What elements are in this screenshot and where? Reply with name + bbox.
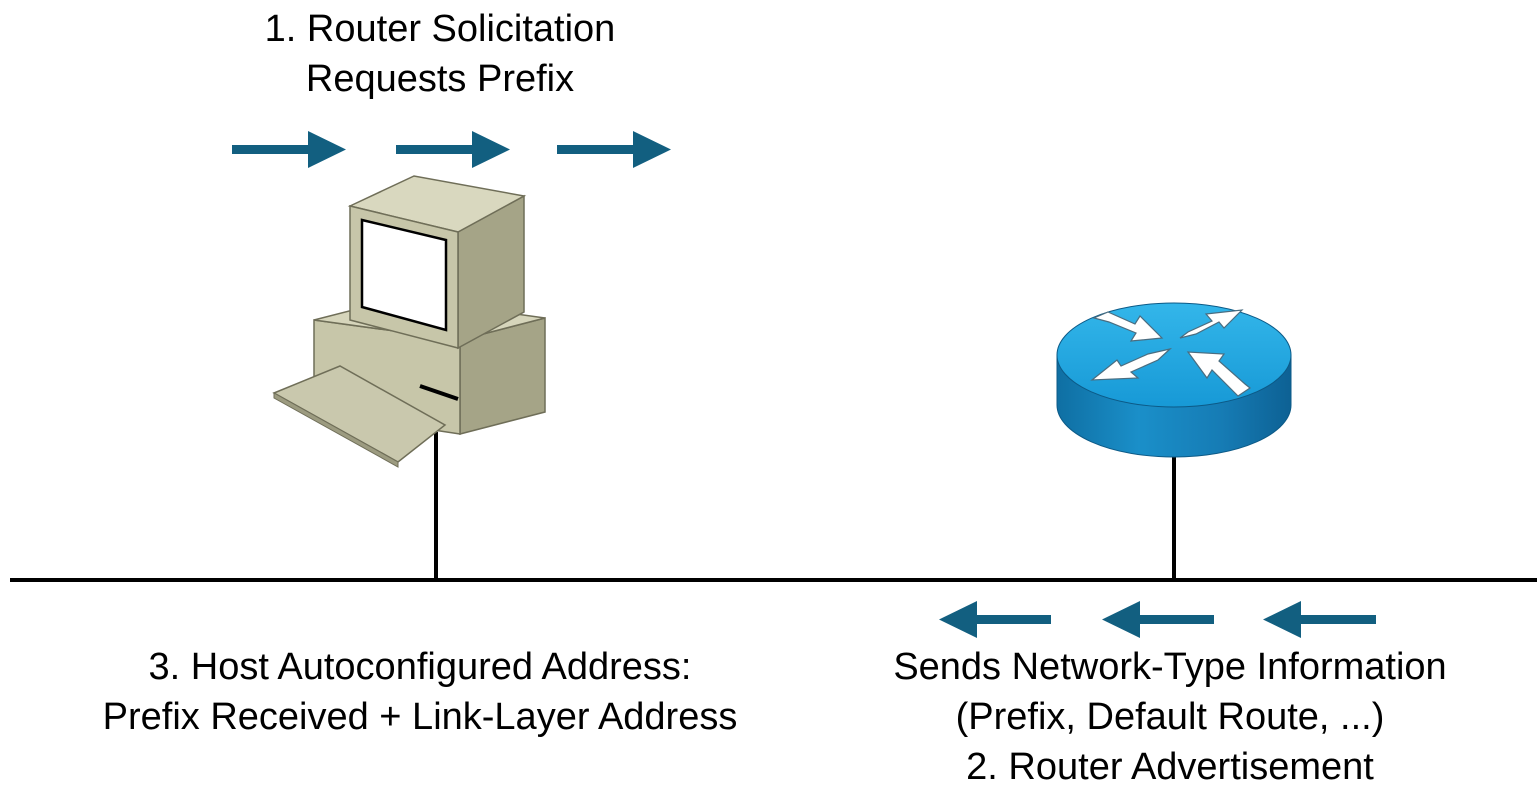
advertisement-arrow-icon (1102, 601, 1214, 638)
router-advertisement-title: 2. Router Advertisement (966, 746, 1374, 788)
router-solicitation-subtitle: Requests Prefix (305, 58, 575, 100)
advertisement-arrow-icon (939, 601, 1051, 638)
solicitation-arrow-icon (232, 131, 346, 168)
solicitation-arrow-icon (557, 131, 671, 168)
router-advertisement-info: Sends Network-Type Information (893, 646, 1447, 688)
host-autoconfig-label: 3. Host Autoconfigured Address: Prefix R… (40, 642, 800, 742)
solicitation-arrows (232, 131, 671, 168)
router-solicitation-title: 1. Router Solicitation (264, 8, 616, 50)
advertisement-arrows (939, 601, 1376, 638)
host-autoconfig-title: 3. Host Autoconfigured Address: (148, 646, 692, 688)
host-autoconfig-detail: Prefix Received + Link-Layer Address (102, 696, 738, 738)
router-advertisement-detail: (Prefix, Default Route, ...) (955, 696, 1385, 738)
solicitation-arrow-icon (396, 131, 510, 168)
advertisement-arrow-icon (1263, 601, 1376, 638)
desktop-computer-icon (272, 175, 546, 468)
router-icon (1056, 302, 1292, 458)
router-advertisement-label: Sends Network-Type Information (Prefix, … (830, 642, 1510, 792)
router-solicitation-label: 1. Router Solicitation Requests Prefix (190, 4, 690, 104)
